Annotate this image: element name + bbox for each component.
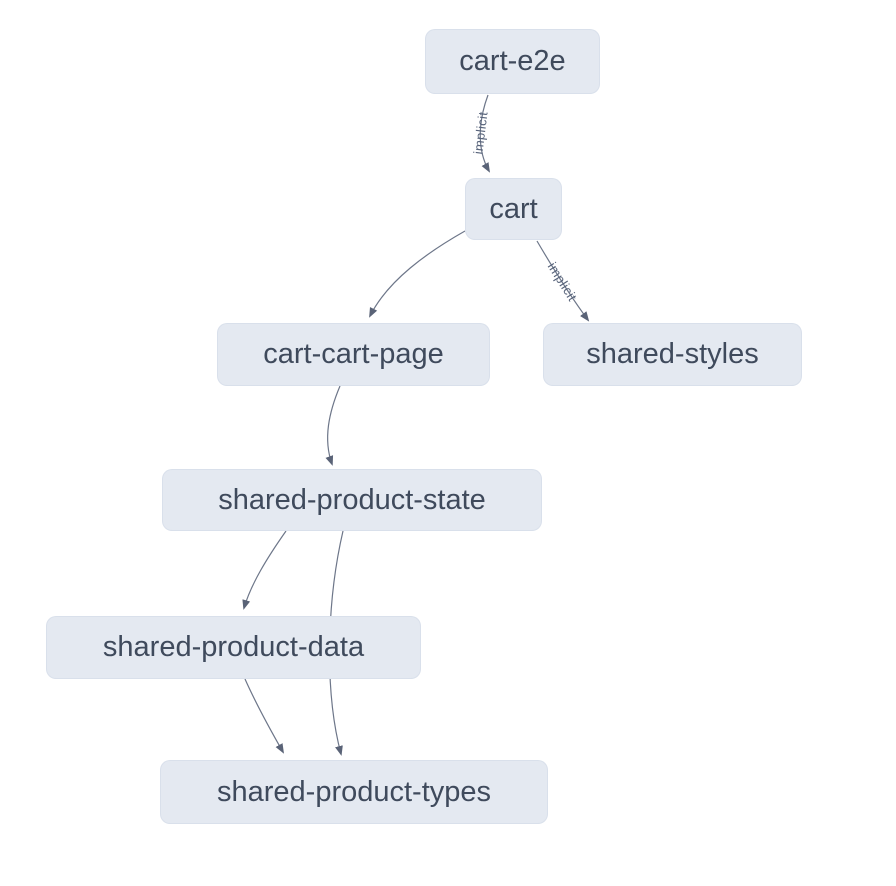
node-label: shared-styles bbox=[586, 338, 759, 370]
node-shared-product-data[interactable]: shared-product-data bbox=[46, 616, 421, 679]
edge-label-implicit-cart-e2e-cart: implicit bbox=[470, 111, 490, 155]
edge-cart-cart-page-to-shared-product-state bbox=[325, 385, 341, 466]
node-label: cart-cart-page bbox=[263, 338, 444, 370]
node-label: shared-product-state bbox=[218, 483, 486, 516]
edge-label-implicit-cart-shared-styles: implicit bbox=[545, 260, 580, 304]
edge-shared-product-data-to-shared-product-types bbox=[244, 678, 284, 754]
node-label: shared-product-types bbox=[216, 775, 492, 808]
edge-cart-to-cart-cart-page bbox=[369, 230, 466, 318]
node-cart-e2e[interactable]: cart-e2e bbox=[425, 29, 600, 94]
node-cart-cart-page[interactable]: cart-cart-page bbox=[217, 323, 490, 386]
node-label: shared-product-data bbox=[102, 631, 365, 663]
node-shared-product-state[interactable]: shared-product-state bbox=[162, 469, 542, 531]
node-shared-styles[interactable]: shared-styles bbox=[543, 323, 802, 386]
edge-cart-to-shared-styles bbox=[536, 240, 590, 322]
node-cart[interactable]: cart bbox=[465, 178, 562, 240]
node-label: cart bbox=[489, 192, 538, 225]
edge-cart-e2e-to-cart bbox=[479, 94, 490, 173]
node-shared-product-types[interactable]: shared-product-types bbox=[160, 760, 548, 824]
edge-shared-product-state-to-shared-product-data bbox=[242, 530, 287, 610]
node-label: cart-e2e bbox=[459, 45, 566, 77]
